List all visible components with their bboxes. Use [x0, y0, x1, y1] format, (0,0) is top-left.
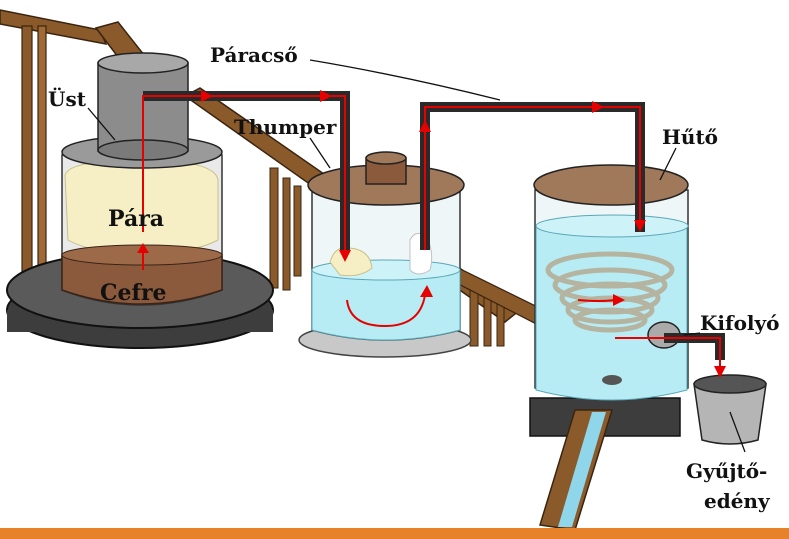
- label-kifolyo: Kifolyó: [700, 311, 779, 335]
- label-leader-lines: [87, 59, 746, 453]
- flow-arrows: [137, 90, 726, 378]
- label-gyujto-line1: Gyűjtő-: [686, 459, 767, 483]
- boiler: [6, 52, 274, 349]
- label-thumper: Thumper: [234, 115, 337, 139]
- label-gyujto-line2: edény: [704, 489, 771, 513]
- collecting-vessel: [693, 374, 767, 445]
- label-huto: Hűtő: [662, 125, 718, 149]
- bottom-accent-bar: [0, 528, 789, 539]
- condenser: [529, 164, 689, 531]
- label-ust: Üst: [48, 86, 87, 111]
- label-para: Pára: [108, 206, 164, 232]
- label-cefre: Cefre: [100, 280, 167, 306]
- label-paracso: Páracső: [210, 43, 298, 67]
